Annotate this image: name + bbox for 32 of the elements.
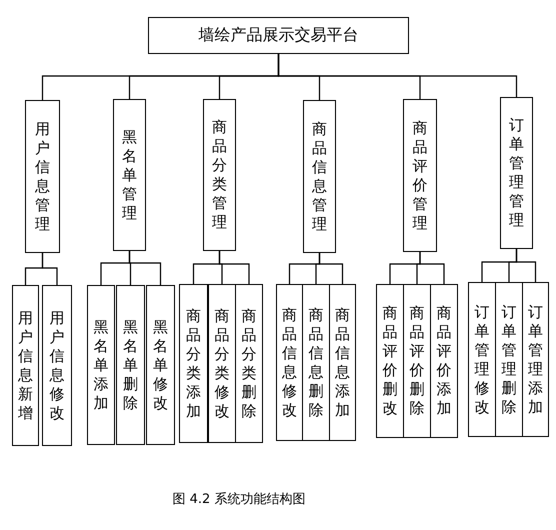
module-box: 商品信息管理 [303,100,336,253]
function-box: 商品分类修改 [208,284,236,443]
module-box: 商品分类管理 [203,99,236,251]
connector-line [516,249,536,282]
function-box: 商品信息修改 [276,284,303,441]
function-box: 商品分类添加 [179,284,208,443]
function-box: 用户信息新增 [12,285,39,446]
connector-line [278,54,518,97]
function-box: 商品评价添加 [430,284,458,438]
connector-line [318,253,344,284]
function-box: 订单管理添加 [522,282,549,437]
function-box: 商品信息添加 [329,284,356,441]
module-box: 订单管理管理 [500,97,533,249]
connector-line [128,251,162,285]
figure-caption: 图 4.2 系统功能结构图 [172,491,306,508]
function-box: 商品评价删改 [376,284,404,438]
function-box: 黑名单修改 [146,285,175,445]
module-box: 黑名单管理 [113,99,146,251]
module-box: 用户信息管理 [25,100,60,253]
function-box: 黑名单添加 [87,285,115,445]
function-box: 商品分类删除 [235,284,263,443]
connector-line [218,251,250,284]
module-box: 商品评价管理 [403,99,437,252]
function-box: 黑名单删除 [116,285,145,445]
function-box: 订单管理删除 [495,282,523,437]
function-box: 用户信息修改 [42,285,72,446]
connector-line [419,252,445,284]
function-box: 商品评价删除 [403,284,431,438]
function-box: 商品信息删除 [302,284,330,441]
platform-box: 墙绘产品展示交易平台 [148,17,409,54]
connector-line [42,253,58,285]
function-box: 订单管理修改 [468,282,496,437]
